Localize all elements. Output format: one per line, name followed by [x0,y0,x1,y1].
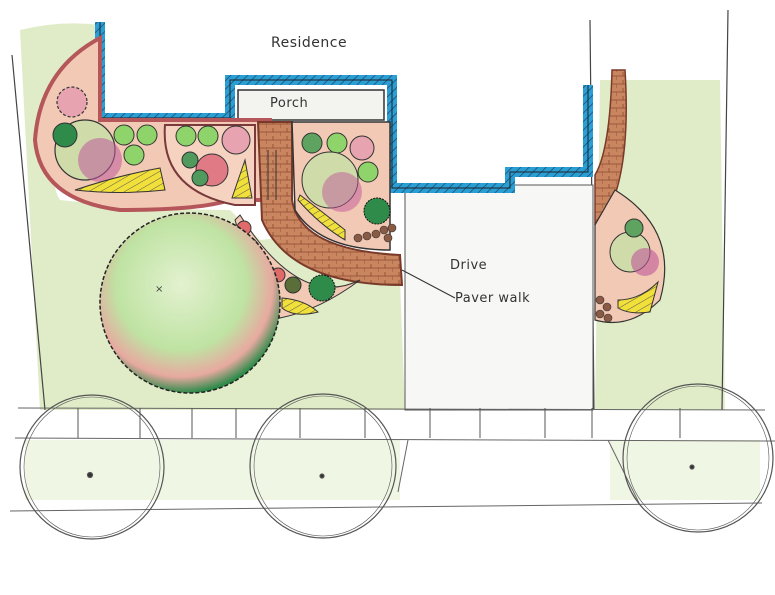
planting-bed-left [32,34,272,213]
svg-text:×: × [155,284,163,295]
street-trees [19,383,774,540]
planting-bed-side [594,69,666,324]
residence-label: Residence [271,35,348,51]
porch-label: Porch [270,96,309,111]
shade-tree: × [99,212,281,394]
drive-label: Drive [450,258,488,273]
paver-walk-label: Paver walk [455,291,531,306]
planting-bed-porch [291,121,397,251]
porch [237,89,385,121]
paver-walk [256,121,456,299]
